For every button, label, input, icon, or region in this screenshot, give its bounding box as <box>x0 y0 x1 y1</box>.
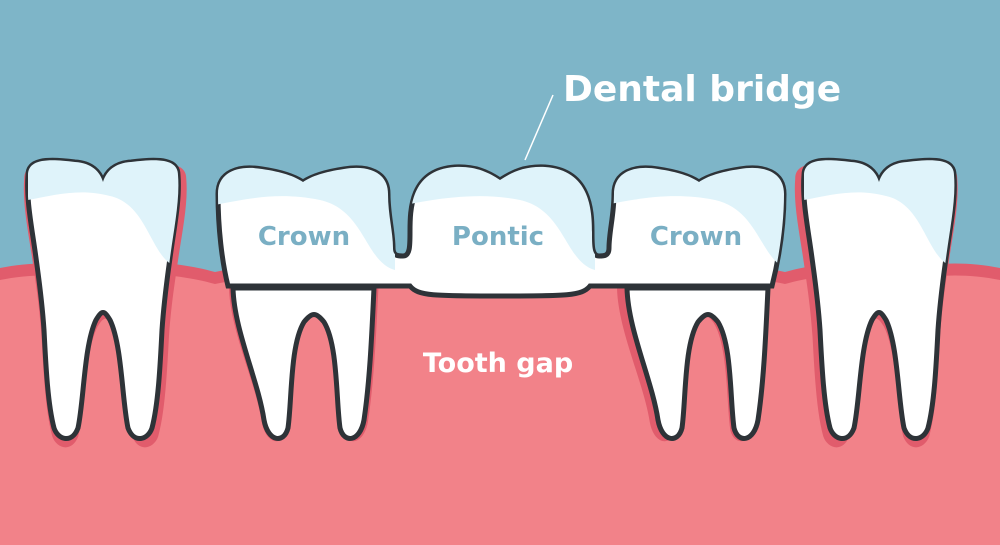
pontic-label: Pontic <box>452 222 544 252</box>
molar-right <box>804 160 956 439</box>
title-label: Dental bridge <box>563 69 841 110</box>
molar-left <box>28 160 180 439</box>
crown-right-label: Crown <box>650 222 742 252</box>
dental-bridge <box>215 160 790 296</box>
tooth-gap-label: Tooth gap <box>423 348 573 379</box>
crown-left-label: Crown <box>258 222 350 252</box>
title-leader-line <box>524 94 554 161</box>
